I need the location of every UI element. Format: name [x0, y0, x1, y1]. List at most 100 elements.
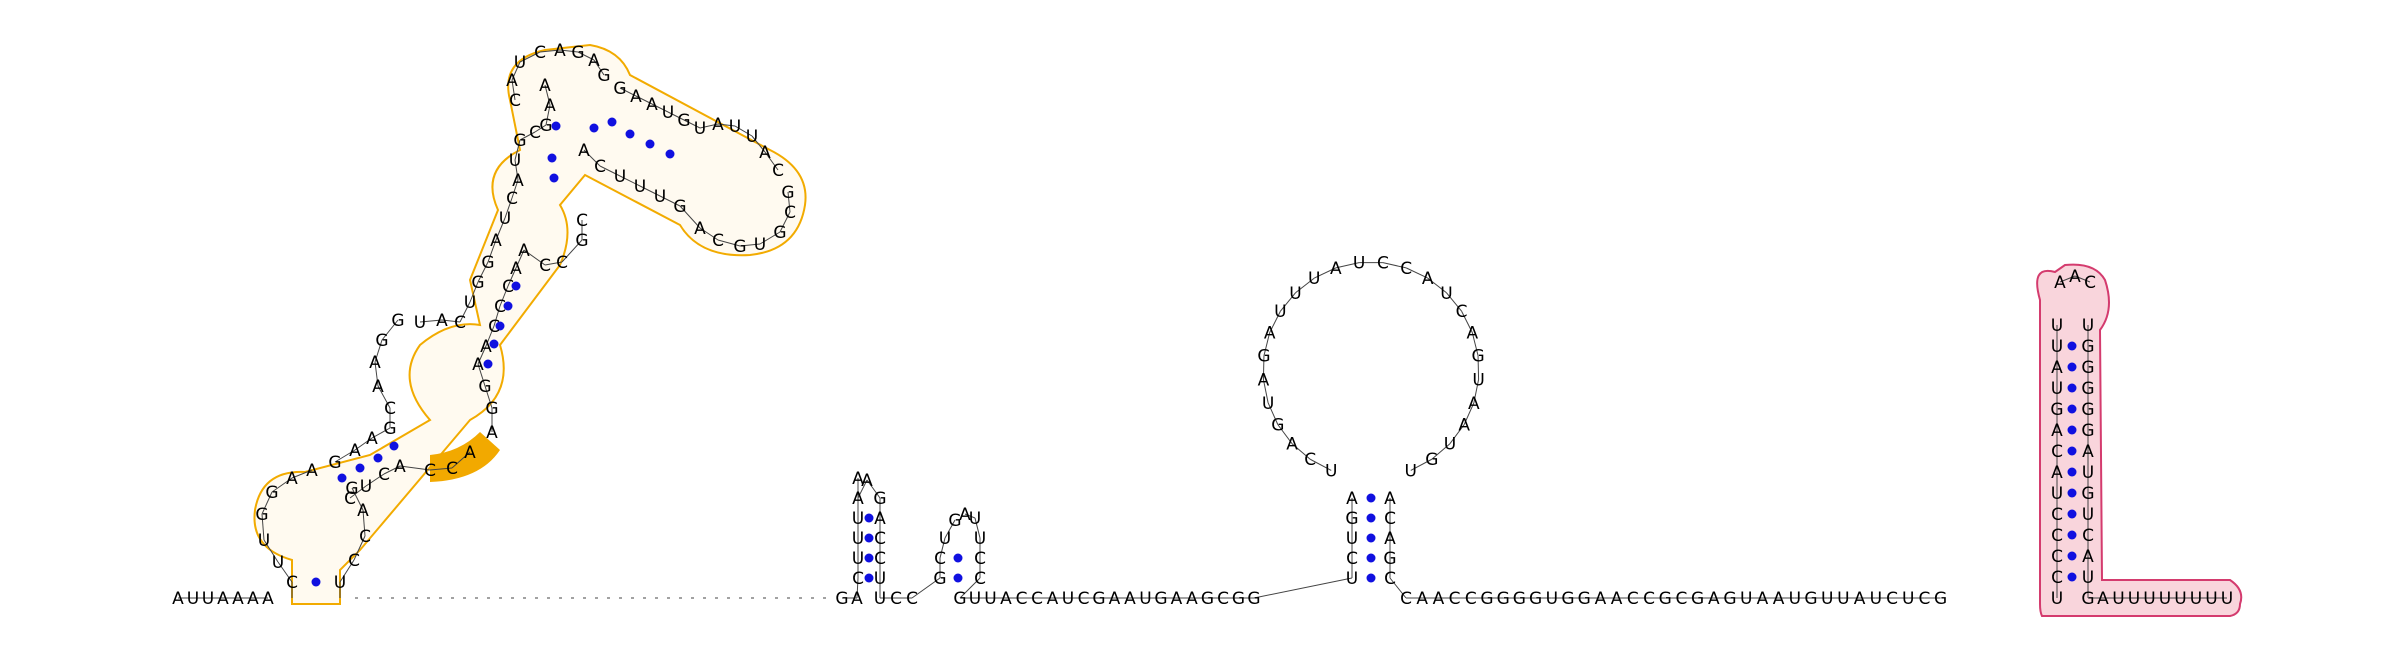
domain-nucleotide: C	[494, 297, 506, 317]
domain-nucleotide: C	[502, 277, 514, 297]
backbone-link	[651, 103, 669, 113]
base-pair-dot	[551, 121, 561, 131]
backbone-link	[1309, 458, 1332, 471]
domain-nucleotide: A	[630, 87, 642, 107]
linker-nucleotide: C	[1627, 589, 1639, 609]
hairpin3-loop-nucleotide: G	[1425, 450, 1438, 470]
backbone-link	[469, 281, 479, 303]
backbone-link	[944, 519, 956, 539]
terminator-nucleotide: G	[2081, 484, 2094, 504]
hairpin3-loop-nucleotide: A	[1264, 324, 1276, 344]
hairpin2-nucleotide: U	[939, 529, 951, 549]
terminator-loop-nucleotide: A	[2054, 273, 2066, 293]
linker-nucleotide: G	[1578, 589, 1591, 609]
linker-nucleotide: G	[1529, 589, 1542, 609]
domain-nucleotide: A	[357, 501, 369, 521]
backbone-link	[764, 151, 779, 171]
backbone-link	[2074, 275, 2091, 283]
backbone-link	[1262, 379, 1269, 403]
domain-nucleotide: G	[375, 331, 388, 351]
backbone-link	[485, 325, 495, 347]
domain-nucleotide: A	[349, 441, 361, 461]
nucleotide: U	[874, 589, 886, 609]
backbone-link	[1382, 262, 1407, 269]
base-pair-dots	[311, 117, 2077, 587]
terminator-nucleotide: C	[2051, 505, 2063, 525]
leader-nucleotide: A	[232, 589, 244, 609]
terminator-nucleotide: U	[2051, 589, 2063, 609]
backbone-link	[635, 95, 653, 105]
hairpin3-loop-nucleotide: C	[1377, 254, 1389, 274]
linker-nucleotide: A	[1757, 589, 1769, 609]
backbone-link	[544, 84, 551, 106]
domain-nucleotide: C	[539, 256, 551, 276]
linker-nucleotide: G	[1201, 589, 1214, 609]
hairpin3-nucleotide: A	[1346, 489, 1358, 509]
linker-nucleotide: A	[1416, 589, 1428, 609]
backbone-link	[1262, 355, 1265, 380]
linker-nucleotide: U	[969, 589, 981, 609]
backbone-link	[487, 239, 497, 263]
terminator-outline	[2036, 263, 2243, 617]
base-pair-dot	[2067, 509, 2077, 519]
backbone-link	[717, 239, 741, 247]
hairpin2-nucleotide: G	[948, 511, 961, 531]
hairpin2-nucleotide: G	[953, 589, 966, 609]
backbone-link	[339, 559, 355, 583]
domain-nucleotide: G	[613, 79, 626, 99]
linker-nucleotide: U	[1139, 589, 1151, 609]
terminator-nucleotide: G	[2081, 589, 2094, 609]
terminator-nucleotide: G	[2081, 337, 2094, 357]
linker-nucleotide: G	[1561, 589, 1574, 609]
backbone-link	[515, 249, 525, 269]
terminator-loop-nucleotide: A	[2069, 267, 2081, 287]
domain-nucleotide: C	[344, 489, 356, 509]
domain-nucleotide: U	[662, 103, 674, 123]
linker-nucleotide: U	[1902, 589, 1914, 609]
hairpin3-loop-nucleotide: A	[1422, 269, 1434, 289]
linker-nucleotide: G	[1154, 589, 1167, 609]
terminator-nucleotide: G	[2081, 379, 2094, 399]
linker-nucleotide: G	[1480, 589, 1493, 609]
domain-nucleotide: A	[490, 231, 502, 251]
domain-nucleotide: C	[509, 91, 521, 111]
backbone-link	[511, 79, 516, 101]
backbone-link	[1431, 443, 1451, 460]
base-pair-dot	[864, 553, 874, 563]
terminator-nucleotide: A	[2051, 358, 2063, 378]
hairpin3-loop-nucleotide: A	[1258, 370, 1270, 390]
hairpin3-loop-nucleotide: C	[1456, 302, 1468, 322]
domain-nucleotide: U	[464, 293, 476, 313]
backbone-links	[178, 49, 2227, 599]
tail-nucleotide: U	[2159, 589, 2171, 609]
backbone-link	[519, 51, 541, 63]
backbone-link	[1389, 577, 1407, 599]
backbone-link	[1410, 458, 1433, 471]
terminator-nucleotide: A	[2082, 442, 2094, 462]
base-pair-dot	[547, 153, 557, 163]
hairpin3-loop-nucleotide: U	[1325, 461, 1337, 481]
linker-nucleotide: G	[1092, 589, 1105, 609]
backbone-link	[1471, 332, 1479, 356]
backbone-link	[504, 197, 513, 219]
domain-nucleotide: U	[414, 313, 426, 333]
domain-nucleotide: G	[383, 419, 396, 439]
base-pair-dot	[1366, 553, 1376, 563]
backbone-link	[599, 165, 621, 177]
hairpin3-nucleotide: A	[1384, 529, 1396, 549]
hairpin1-nucleotide: A	[874, 509, 886, 529]
backbone-link	[263, 539, 279, 563]
terminator-loop-nucleotide: C	[2084, 273, 2096, 293]
domain-nucleotide: G	[773, 223, 786, 243]
domain-nucleotide: C	[556, 253, 568, 273]
linker-nucleotide: A	[1611, 589, 1623, 609]
hairpin3-loop-nucleotide: U	[1444, 435, 1456, 455]
backbone-link	[1295, 277, 1315, 294]
backbone-link	[857, 479, 868, 499]
domain-nucleotide: U	[514, 53, 526, 73]
hairpin1-nucleotide: A	[852, 489, 864, 509]
hairpin3-loop-nucleotide: U	[1262, 394, 1274, 414]
backbone-link	[1463, 402, 1475, 425]
base-pair-dot	[2067, 404, 2077, 414]
domain-nucleotide: G	[328, 453, 341, 473]
